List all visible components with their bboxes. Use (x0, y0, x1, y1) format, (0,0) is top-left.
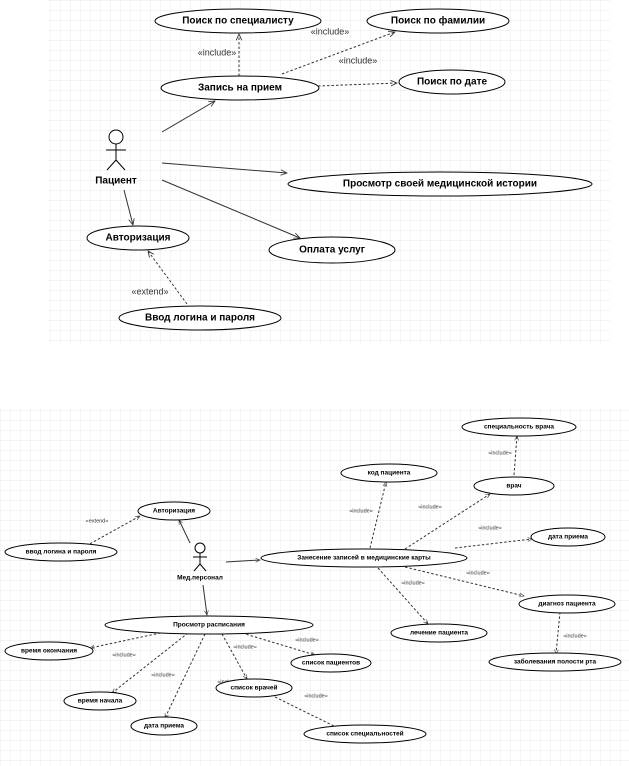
include-label-b: «include» (349, 508, 373, 514)
svg-text:врач: врач (506, 483, 521, 490)
include-label-j: «include» (112, 652, 136, 658)
svg-text:время окончания: время окончания (21, 648, 77, 655)
include-label-c: «include» (418, 504, 442, 510)
usecase-patient-diagnosis: диагноз пациента (518, 594, 616, 614)
include-label-1: «include» (198, 47, 237, 57)
assoc-patient-authorization (123, 189, 133, 225)
include-doctor-specialty (513, 436, 517, 476)
extend-login-authorization (148, 251, 188, 305)
svg-text:лечение пациента: лечение пациента (410, 630, 468, 637)
usecase-patients-list: список пациентов (290, 653, 372, 673)
include-schedule-end (90, 631, 166, 648)
assoc-staff-records (225, 560, 260, 562)
diagram1: «include» «include» «include» «extend» П… (86, 8, 593, 331)
include-label-e: «include» (466, 570, 490, 576)
diagram1-grid (48, 0, 610, 345)
usecase-oral-diseases: заболевания полости рта (488, 652, 622, 672)
extend-label: «extend» (131, 286, 168, 296)
include-records-doctor (404, 493, 490, 550)
usecase-end-time: время окончания (4, 641, 94, 661)
usecase-specialists-list: список специальностей (303, 724, 427, 744)
actor-head-2 (194, 542, 206, 554)
include-label-f: «include» (401, 580, 425, 586)
assoc-patient-payment (161, 179, 300, 238)
include-label-2: «include» (311, 26, 350, 36)
svg-text:Оплата услуг: Оплата услуг (299, 245, 365, 256)
usecase-login-input-2: ввод логина и пароля (4, 542, 118, 562)
svg-text:ввод логина и пароля: ввод логина и пароля (26, 549, 97, 556)
svg-text:код пациента: код пациента (368, 470, 411, 477)
usecase-patient-code: код пациента (340, 463, 438, 483)
usecase-schedule-view: Просмотр расписания (104, 615, 314, 635)
include-records-patientcode (369, 482, 386, 549)
svg-text:Авторизация: Авторизация (106, 233, 171, 244)
svg-text:Ввод логина и пароля: Ввод логина и пароля (145, 313, 255, 324)
usecase-search-specialist: Поиск по специалисту (154, 8, 322, 34)
usecase-reception-date: дата приема (130, 716, 198, 736)
svg-text:список специальностей: список специальностей (326, 730, 403, 738)
include-schedule-doctors (221, 633, 248, 679)
assoc-patient-appointment (161, 101, 215, 133)
svg-text:список врачей: список врачей (231, 684, 278, 692)
usecase-payment: Оплата услуг (268, 236, 396, 264)
include-schedule-date (164, 633, 206, 718)
extend-login-authorization-2 (85, 515, 140, 547)
svg-text:Авторизация: Авторизация (153, 508, 195, 515)
assoc-staff-schedule (202, 584, 207, 615)
include-label-g: «include» (563, 633, 587, 639)
include-doctors-specialties (274, 696, 340, 730)
actor-head (108, 129, 124, 145)
include-records-diagnosis (404, 566, 524, 596)
usecase-doctor-specialty: специальность врача (461, 417, 577, 437)
svg-text:время начала: время начала (78, 698, 123, 705)
assoc-staff-authorization (178, 520, 191, 544)
actor-patient: Пациент (95, 129, 137, 187)
usecase-search-surname: Поиск по фамилии (366, 8, 510, 34)
svg-text:дата приема: дата приема (144, 723, 184, 730)
diagram2-grid (0, 408, 629, 766)
include-label-k: «include» (151, 672, 175, 678)
usecase-patient-treatment: лечение пациента (390, 623, 488, 643)
usecase-history: Просмотр своей медицинской истории (287, 171, 593, 197)
include-label-h: «include» (295, 637, 319, 643)
diagram2: «include» «include» «include» «include» … (4, 417, 622, 744)
assoc-patient-history (161, 162, 287, 173)
svg-text:диагноз пациента: диагноз пациента (538, 601, 596, 608)
usecase-records-entry: Занесение записей в медицинские карты (260, 548, 468, 568)
usecase-doctor: врач (473, 476, 555, 496)
svg-text:Занесение записей в медицински: Занесение записей в медицинские карты (297, 554, 431, 562)
include-label-m: «include» (304, 693, 328, 699)
usecase-authorization-2: Авторизация (137, 501, 211, 521)
usecase-appointment-date: дата приема (530, 527, 606, 547)
include-label-3: «include» (339, 55, 378, 65)
actor-patient-label: Пациент (95, 176, 137, 187)
include-appointment-surname (281, 32, 395, 75)
svg-text:список пациентов: список пациентов (302, 660, 360, 667)
include-records-treatment (377, 567, 428, 624)
svg-text:дата приема: дата приема (548, 534, 588, 541)
usecase-authorization: Авторизация (86, 225, 190, 251)
include-label-a: «include» (488, 450, 512, 456)
actor-medical-staff-label: Мед.персонал (177, 575, 223, 582)
include-records-date (454, 539, 532, 549)
include-label-d: «include» (478, 525, 502, 531)
include-schedule-patients (241, 632, 315, 655)
usecase-login-input: Ввод логина и пароля (118, 305, 282, 331)
extend-label-2: «extend» (86, 518, 109, 524)
svg-text:Просмотр своей медицинской ист: Просмотр своей медицинской истории (343, 179, 537, 190)
svg-text:заболевания полости рта: заболевания полости рта (514, 658, 597, 666)
actor-medical-staff: Мед.персонал (177, 542, 223, 582)
usecase-doctors-list: список врачей (215, 678, 293, 698)
svg-text:Запись на прием: Запись на прием (198, 83, 282, 94)
usecase-search-date: Поиск по дате (398, 69, 506, 95)
svg-text:Поиск по дате: Поиск по дате (417, 77, 488, 88)
svg-text:Поиск по специалисту: Поиск по специалисту (182, 16, 294, 27)
svg-text:специальность врача: специальность врача (484, 424, 554, 431)
svg-text:Поиск по фамилии: Поиск по фамилии (391, 15, 485, 27)
include-label-i: «include» (233, 644, 257, 650)
usecase-appointment: Запись на прием (160, 75, 320, 101)
svg-text:Просмотр расписания: Просмотр расписания (173, 622, 245, 629)
usecase-start-time: время начала (63, 691, 137, 711)
